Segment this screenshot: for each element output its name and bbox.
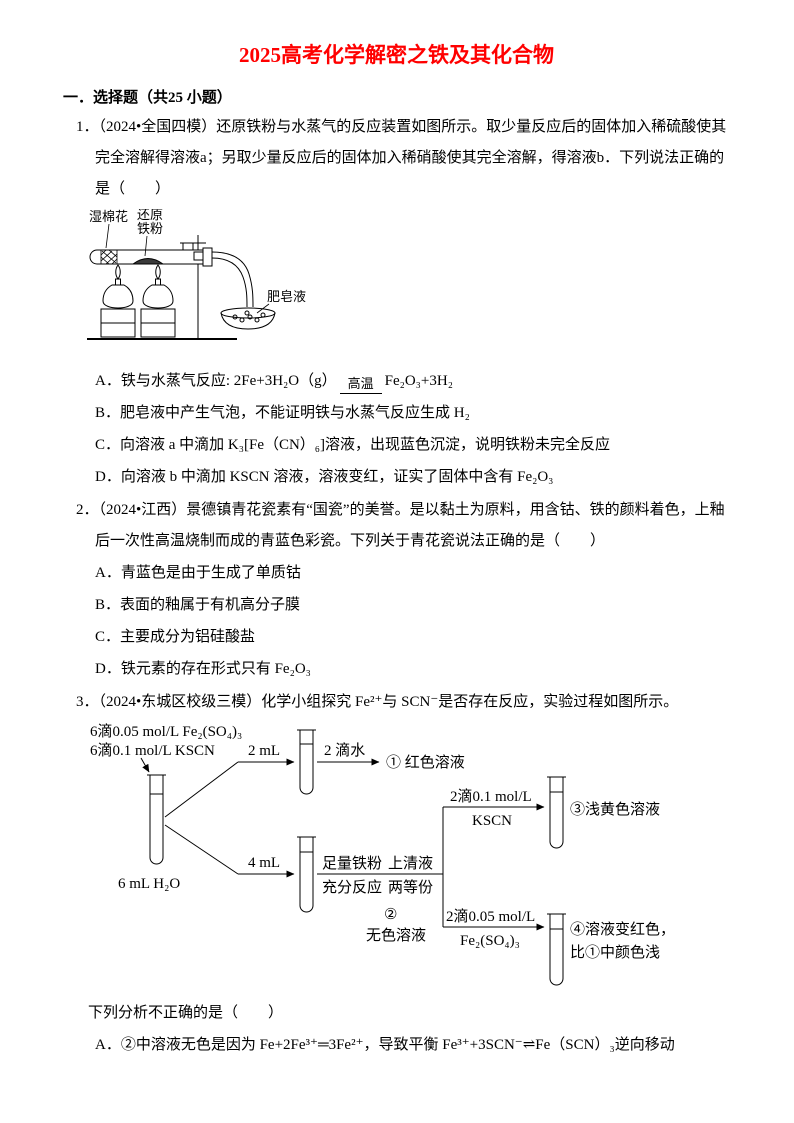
reaction-condition: 高温 bbox=[339, 376, 382, 394]
result2-number: ② bbox=[384, 907, 397, 923]
water-label: 6 mL H₂O bbox=[118, 876, 180, 892]
question-2: 2．（2024•江西）景德镇青花瓷素有“国瓷”的美誉。是以黏土为原料，用含钴、铁… bbox=[63, 495, 730, 685]
iron-label-line2: 充分反应 bbox=[322, 878, 382, 896]
iron-label-line1: 足量铁粉 bbox=[322, 855, 382, 872]
result3-label: ③浅黄色溶液 bbox=[570, 801, 660, 818]
test-tube-1 bbox=[147, 774, 166, 865]
test-tube-5 bbox=[547, 913, 566, 986]
alcohol-lamp-2 bbox=[140, 264, 176, 338]
wet-cotton bbox=[100, 249, 118, 265]
q2-option-a: A．青蓝色是由于生成了单质钴 bbox=[95, 565, 301, 581]
supernatant-label-line1: 上清液 bbox=[388, 855, 433, 872]
section-heading: 一．选择题（共25 小题） bbox=[63, 90, 232, 106]
q1-option-a-suffix: Fe₂O₃+3H₂ bbox=[384, 373, 453, 389]
soap-dish bbox=[220, 307, 276, 330]
result4-label-line2: 比①中颜色浅 bbox=[570, 944, 660, 961]
reagent-label-line1: 6滴0.05 mol/L Fe₂(SO₄)₃ bbox=[90, 722, 242, 740]
q1-option-c: C．向溶液 a 中滴加 K₃[Fe（CN）₆]溶液，出现蓝色沉淀，说明铁粉未完全… bbox=[95, 437, 611, 453]
reaction-condition-label: 高温 bbox=[339, 376, 382, 394]
q3-option-a: A．②中溶液无色是因为 Fe+2Fe³⁺═3Fe²⁺，导致平衡 Fe³⁺+3SC… bbox=[95, 1037, 675, 1053]
result4-label-line1: ④溶液变红色， bbox=[570, 921, 675, 938]
glass-tube-left-cap bbox=[89, 249, 98, 265]
delivery-tube-outer bbox=[211, 251, 254, 308]
q2-option-c: C．主要成分为铝硅酸盐 bbox=[95, 629, 256, 645]
apparatus-drawing bbox=[87, 223, 276, 340]
iron-powder-pointer bbox=[144, 235, 148, 257]
test-tube-3 bbox=[297, 836, 316, 913]
q2-option-b: B．表面的釉属于有机高分子膜 bbox=[95, 597, 301, 613]
q3-flowchart-diagram: 6滴0.05 mol/L Fe₂(SO₄)₃ 6滴0.1 mol/L KSCN … bbox=[90, 722, 675, 986]
test-tube-2 bbox=[297, 729, 316, 795]
wet-cotton-pointer bbox=[105, 223, 110, 249]
kscn-label-line2: KSCN bbox=[472, 813, 512, 829]
wet-cotton-label: 湿棉花 bbox=[89, 209, 128, 224]
volume-bottom-label: 4 mL bbox=[248, 855, 280, 871]
question-2-stem: 2．（2024•江西）景德镇青花瓷素有“国瓷”的美誉。是以黏土为原料，用含钴、铁… bbox=[76, 502, 725, 549]
question-1: 1．（2024•全国四模）还原铁粉与水蒸气的反应装置如图所示。取少量反应后的固体… bbox=[63, 112, 730, 493]
iron-powder bbox=[131, 258, 165, 265]
q1-option-d: D．向溶液 b 中滴加 KSCN 溶液，溶液变红，证实了固体中含有 Fe₂O₃ bbox=[95, 469, 554, 485]
soap-liquid-pointer bbox=[256, 303, 270, 314]
fe2so43-label-line1: 2滴0.05 mol/L bbox=[446, 907, 535, 925]
flowchart-drawing bbox=[140, 729, 566, 986]
kscn-label-line1: 2滴0.1 mol/L bbox=[450, 787, 532, 805]
q1-apparatus-diagram: 湿棉花 还原 铁粉 肥皂液 bbox=[87, 209, 306, 340]
alcohol-lamp-1 bbox=[100, 264, 136, 338]
question-1-stem: 1．（2024•全国四模）还原铁粉与水蒸气的反应装置如图所示。取少量反应后的固体… bbox=[76, 119, 727, 197]
flow-arrows bbox=[140, 757, 545, 931]
drops-water-label: 2 滴水 bbox=[324, 741, 365, 759]
apparatus-labels: 湿棉花 还原 铁粉 肥皂液 bbox=[89, 209, 306, 304]
question-3-stem: 3．（2024•东城区校级三模）化学小组探究 Fe²⁺与 SCN⁻是否存在反应，… bbox=[76, 694, 679, 710]
reagent-label-line2: 6滴0.1 mol/L KSCN bbox=[90, 741, 215, 759]
document-title: 2025高考化学解密之铁及其化合物 bbox=[239, 43, 554, 67]
flowchart-labels: 6滴0.05 mol/L Fe₂(SO₄)₃ 6滴0.1 mol/L KSCN … bbox=[90, 722, 675, 961]
iron-powder-label-line2: 铁粉 bbox=[137, 221, 163, 236]
q1-option-a-prefix: A．铁与水蒸气反应: 2Fe+3H₂O（g） bbox=[95, 373, 337, 389]
question-3: 3．（2024•东城区校级三模）化学小组探究 Fe²⁺与 SCN⁻是否存在反应，… bbox=[63, 687, 730, 1061]
supernatant-label-line2: 两等份 bbox=[388, 878, 433, 896]
result1-label: ① 红色溶液 bbox=[386, 754, 465, 771]
q1-option-b: B．肥皂液中产生气泡，不能证明铁与水蒸气反应生成 H₂ bbox=[95, 405, 470, 421]
question-3-footer: 下列分析不正确的是（ ） bbox=[88, 1005, 284, 1021]
q2-option-d: D．铁元素的存在形式只有 Fe₂O₃ bbox=[95, 661, 311, 677]
result2-text: 无色溶液 bbox=[366, 927, 426, 944]
test-tube-4 bbox=[547, 776, 566, 849]
stopper bbox=[202, 247, 213, 267]
clamp-knob bbox=[193, 251, 204, 261]
fe2so43-label-line2: Fe₂(SO₄)₃ bbox=[460, 933, 520, 949]
delivery-tube-inner bbox=[211, 257, 248, 308]
volume-top-label: 2 mL bbox=[248, 743, 280, 759]
iron-powder-label-line1: 还原 bbox=[137, 209, 163, 222]
soap-liquid-label: 肥皂液 bbox=[267, 289, 306, 304]
